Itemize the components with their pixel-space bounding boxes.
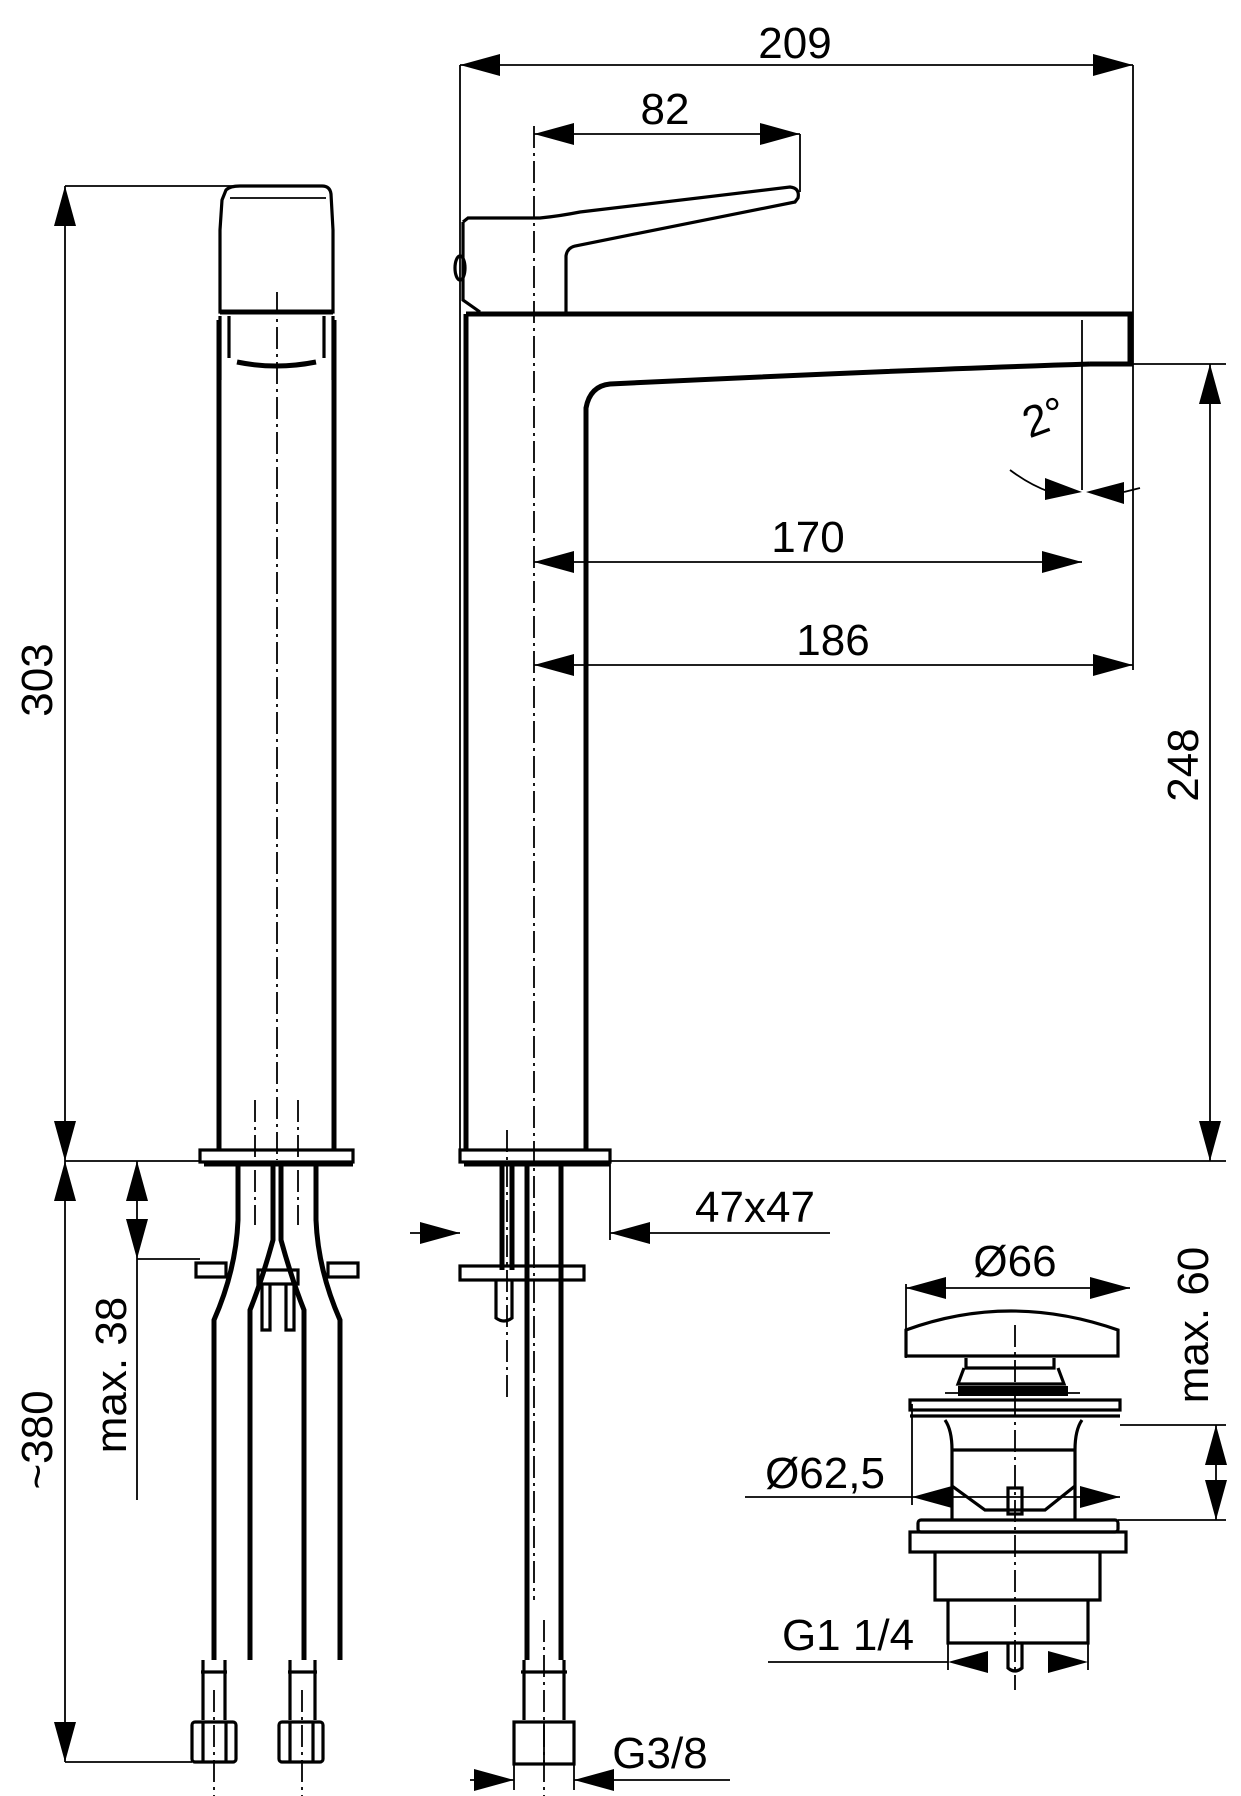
dim-label-303: 303 bbox=[13, 643, 62, 716]
dim-label-82: 82 bbox=[641, 85, 690, 134]
dimension-d66: Ø66 bbox=[905, 1237, 1130, 1358]
dimension-209: 209 bbox=[459, 19, 1134, 1150]
dimension-380: ~380 bbox=[13, 1160, 200, 1763]
dim-label-380: ~380 bbox=[13, 1390, 62, 1489]
dimension-303: 303 bbox=[13, 185, 240, 1161]
dim-label-max-60: max. 60 bbox=[1169, 1247, 1218, 1404]
dim-label-47x47: 47x47 bbox=[695, 1183, 815, 1232]
pop-up-waste: Ø66 max. 60 Ø62,5 G1 1/4 bbox=[745, 1237, 1227, 1690]
dimension-170: 170 bbox=[534, 513, 1082, 573]
dimension-max-60: max. 60 bbox=[1118, 1247, 1227, 1521]
dim-label-max-38: max. 38 bbox=[87, 1297, 136, 1454]
dim-label-d66: Ø66 bbox=[973, 1237, 1056, 1286]
dimension-d62-5: Ø62,5 bbox=[745, 1404, 1120, 1508]
dim-label-2deg: 2° bbox=[1016, 387, 1072, 447]
side-view: 209 82 2° 170 bbox=[410, 19, 1226, 1796]
dim-label-186: 186 bbox=[796, 616, 869, 665]
dimension-g1-1-4: G1 1/4 bbox=[768, 1611, 1089, 1673]
dimension-max-38: max. 38 bbox=[87, 1161, 200, 1500]
dim-label-170: 170 bbox=[771, 513, 844, 562]
dimension-47x47: 47x47 bbox=[410, 1162, 830, 1244]
dim-label-g1-1-4: G1 1/4 bbox=[782, 1611, 914, 1660]
dimension-angle-2deg: 2° bbox=[1009, 320, 1141, 504]
dim-label-248: 248 bbox=[1159, 728, 1208, 801]
dim-label-d62-5: Ø62,5 bbox=[765, 1449, 885, 1498]
dimension-186: 186 bbox=[534, 314, 1134, 676]
dim-label-209: 209 bbox=[758, 19, 831, 68]
dim-label-g3-8: G3/8 bbox=[612, 1729, 707, 1778]
dimension-g3-8: G3/8 bbox=[470, 1729, 730, 1791]
dimension-82: 82 bbox=[534, 85, 801, 192]
front-view: 303 ~380 max. 38 bbox=[13, 184, 360, 1796]
dimension-248: 248 bbox=[610, 363, 1226, 1162]
